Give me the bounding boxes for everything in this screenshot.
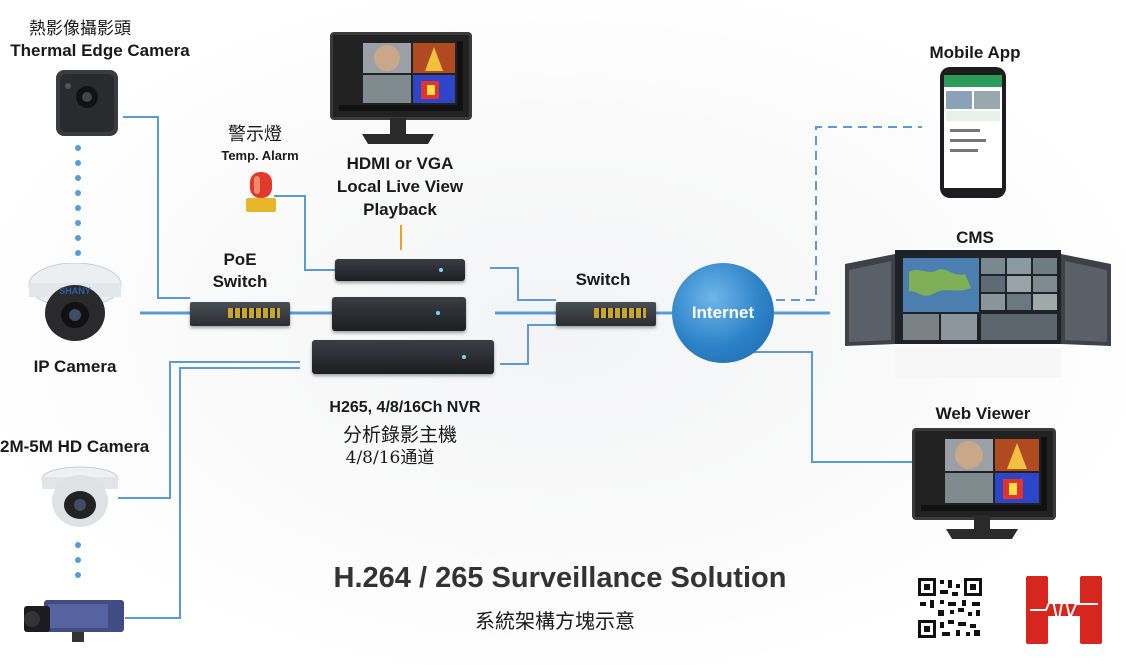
poe-switch-ports	[228, 308, 280, 318]
wire-thermal-poe	[123, 116, 190, 299]
qr-code-icon	[918, 578, 982, 638]
cms-label: CMS	[956, 228, 994, 247]
nvr-zh-label: 分析錄影主機	[342, 424, 457, 446]
company-logo-icon	[1024, 574, 1104, 646]
poe-switch-device	[190, 302, 290, 326]
poe-switch-label: PoE Switch	[200, 249, 280, 293]
mobile-screen	[944, 75, 1002, 152]
switch-label: Switch	[575, 270, 631, 289]
page-subtitle: 系統架構方塊示意	[475, 609, 635, 633]
nvr-led	[436, 311, 440, 315]
local-view-line-1: HDMI or VGA	[346, 154, 454, 173]
poe-switch-line-1: PoE	[223, 250, 257, 269]
hd-dome-camera-icon	[40, 465, 120, 531]
mobile-app-label: Mobile App	[929, 43, 1021, 62]
dotted-chain-top	[75, 145, 81, 256]
web-viewer-monitor	[912, 428, 1056, 520]
wire-nvr3-switch	[500, 324, 556, 365]
local-monitor-stand	[362, 118, 434, 144]
dome-camera-icon: SHANY	[28, 262, 122, 343]
hd-camera-label: 2M-5M HD Camera	[0, 437, 150, 456]
nvr-unit-1	[335, 259, 465, 281]
local-view-line-3: Playback	[363, 200, 437, 219]
alarm-zh-label: 警示燈	[228, 124, 282, 145]
wire-alarm-nvr	[274, 195, 335, 271]
nvr-led	[462, 355, 466, 359]
nvr-led	[439, 268, 443, 272]
dome-brand-text: SHANY	[59, 286, 91, 296]
wire-nvr1-switch	[490, 267, 556, 301]
wire-internet-web	[740, 351, 912, 463]
wire-hdcam-nvr	[118, 361, 300, 499]
internet-label: Internet	[691, 303, 755, 322]
alarm-light-icon	[246, 170, 276, 214]
wire-internet-mobile	[776, 126, 922, 301]
thermal-camera-icon	[54, 70, 120, 138]
alarm-label: Temp. Alarm	[221, 148, 299, 163]
switch-device	[556, 302, 656, 326]
switch-ports	[594, 308, 646, 318]
box-camera-icon	[22, 596, 128, 646]
local-view-label: HDMI or VGA Local Live View Playback	[320, 152, 480, 221]
ip-camera-label: IP Camera	[33, 357, 117, 376]
dotted-chain-bottom	[75, 542, 81, 578]
page-title: H.264 / 265 Surveillance Solution	[333, 562, 787, 594]
internet-globe: Internet	[672, 263, 774, 363]
cms-display	[845, 248, 1111, 378]
web-viewer-stand	[946, 515, 1018, 539]
web-viewer-label: Web Viewer	[935, 404, 1031, 423]
local-monitor	[330, 32, 472, 120]
local-view-line-2: Local Live View	[336, 177, 464, 196]
nvr-channels-label: 4/8/16通道	[345, 448, 435, 468]
web-viewer-screen	[921, 437, 1041, 505]
thermal-camera-label: Thermal Edge Camera	[10, 41, 190, 60]
nvr-unit-2	[332, 297, 466, 331]
wire-boxcam-nvr	[125, 367, 300, 619]
nvr-label: H265, 4/8/16Ch NVR	[329, 399, 481, 416]
nvr-unit-3	[312, 340, 494, 374]
thermal-camera-zh-label: 熱影像攝影頭	[29, 19, 131, 39]
mobile-phone-icon	[940, 67, 1006, 198]
poe-switch-line-2: Switch	[212, 272, 268, 291]
local-monitor-screen	[339, 41, 457, 105]
